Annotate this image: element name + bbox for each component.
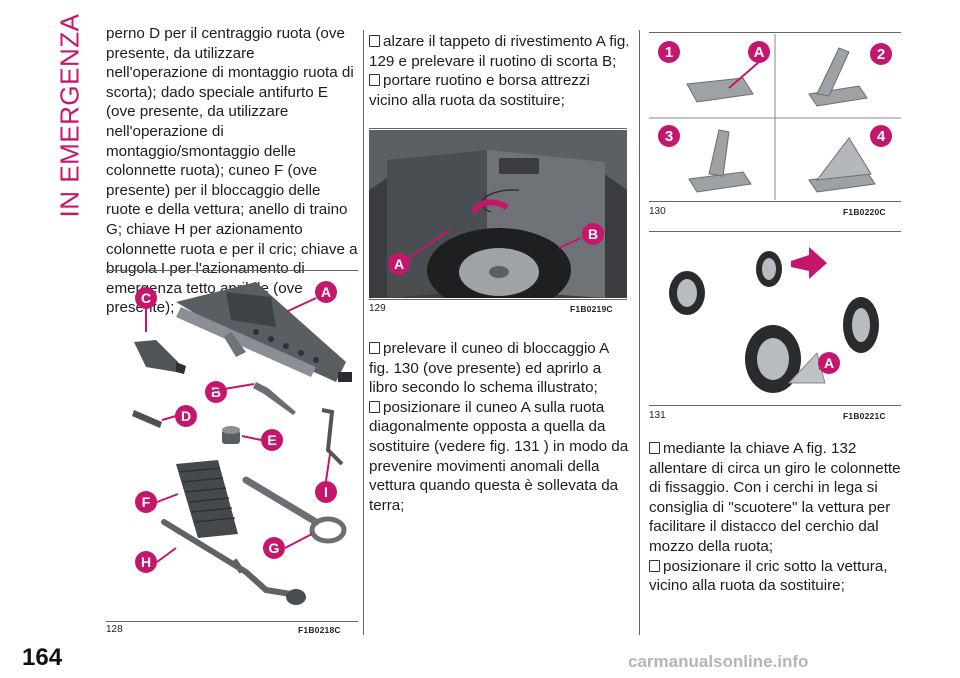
section-title-text: IN EMERGENZA [54,13,85,217]
fig130-label-3: 3 [665,128,673,145]
wedge-open-icon [815,137,872,181]
checkbox-icon [369,35,380,47]
wedge-closed-icon [686,77,754,103]
fig130-label-1: 1 [665,44,673,61]
fig129-bottom-rule [369,299,627,300]
fig128-label-e: E [267,432,276,448]
figure-129: A B [369,130,627,312]
fig131-bottom-rule [649,405,901,406]
checkbox-icon [369,342,380,354]
section-title: IN EMERGENZA [52,13,88,217]
fig129-label-a: A [394,256,404,272]
jack-icon [176,282,352,382]
fig128-label-a: A [321,284,331,300]
towing-eye-icon [242,476,347,544]
fig128-label-c: C [141,290,151,306]
centering-pin-icon [134,340,186,374]
wedge-half-open-icon [708,129,730,177]
antitheft-nut-icon [222,426,240,444]
column-divider-2 [639,30,640,635]
figure-130: 1 A 2 3 4 [649,34,901,205]
bullet-item: alzare il tappeto di rivestimento A fig.… [369,33,630,70]
fig130-top-rule [649,32,901,33]
pin-b-icon [253,382,296,415]
wheel-wrench-icon [161,519,306,605]
bullet-item: prelevare il cuneo di bloccaggio A fig. … [369,340,609,397]
fig130-bottom-rule [649,201,901,202]
fig128-label-d: D [181,408,191,424]
column-2-top: alzare il tappeto di rivestimento A fig.… [369,32,631,110]
fig130-label-4: 4 [877,128,886,145]
fig128-label-h: H [141,554,151,570]
fig131-number: 131 [649,410,666,421]
figure-128: C A B D E F I G H [106,272,358,627]
fig129-number: 129 [369,303,386,314]
watermark: carmanualsonline.info [628,652,809,671]
checkbox-icon [369,400,380,413]
fig130-label-a: A [754,44,765,61]
direction-arrow-icon [791,247,827,279]
fig128-bottom-rule [106,621,358,622]
fig128-label-f: F [142,494,151,510]
bullet-item: posizionare il cuneo A sulla ruota diago… [369,398,629,514]
fig130-code: F1B0220C [843,207,886,217]
fig129-code: F1B0219C [570,304,613,314]
wedge-icon [176,460,238,538]
fig130-number: 130 [649,206,666,217]
fig129-top-rule [369,128,627,129]
wheel-front-right-icon [756,251,782,287]
fig130-illustration: 1 A 2 3 4 [649,34,901,200]
checkbox-icon [369,74,380,87]
fig130-label-2: 2 [877,46,885,63]
spare-wheel-icon [427,228,571,312]
lift-arrow-icon [471,199,510,214]
bullet-item: posizionare il cric sotto la vettura, vi… [649,557,888,595]
figure-131: A [649,233,901,410]
fig131-top-rule [649,231,901,232]
fig128-code: F1B0218C [298,625,341,635]
fig128-label-g: G [269,540,280,556]
fig129-label-b: B [588,226,598,242]
allen-key-icon [321,408,344,466]
pin-d-icon [132,410,162,428]
wheel-front-left-icon [669,271,705,315]
wheel-rear-right-icon [843,297,879,353]
fig128-top-rule [106,270,358,271]
wheel-rear-left-icon [745,325,801,393]
bullet-item: mediante la chiave A fig. 132 allentare … [649,440,901,555]
page-number: 164 [22,644,63,671]
bullet-item: portare ruotino e borsa attrezzi vicino … [369,72,590,109]
checkbox-icon [649,442,660,454]
wedge-opening-icon [816,47,850,97]
fig131-label-a: A [824,355,834,371]
fig131-code: F1B0221C [843,411,886,421]
column-divider-1 [363,30,364,635]
fig128-illustration: C A B D E F I G H [132,281,352,605]
fig128-number: 128 [106,624,123,635]
fig131-illustration: A [669,247,879,393]
fig128-label-i: I [324,484,328,500]
column-3-text: mediante la chiave A fig. 132 allentare … [649,439,901,596]
fig128-label-b: B [211,384,221,400]
fig129-illustration: A B [369,130,627,312]
column-2-bottom: prelevare il cuneo di bloccaggio A fig. … [369,339,631,515]
checkbox-icon [649,559,660,572]
